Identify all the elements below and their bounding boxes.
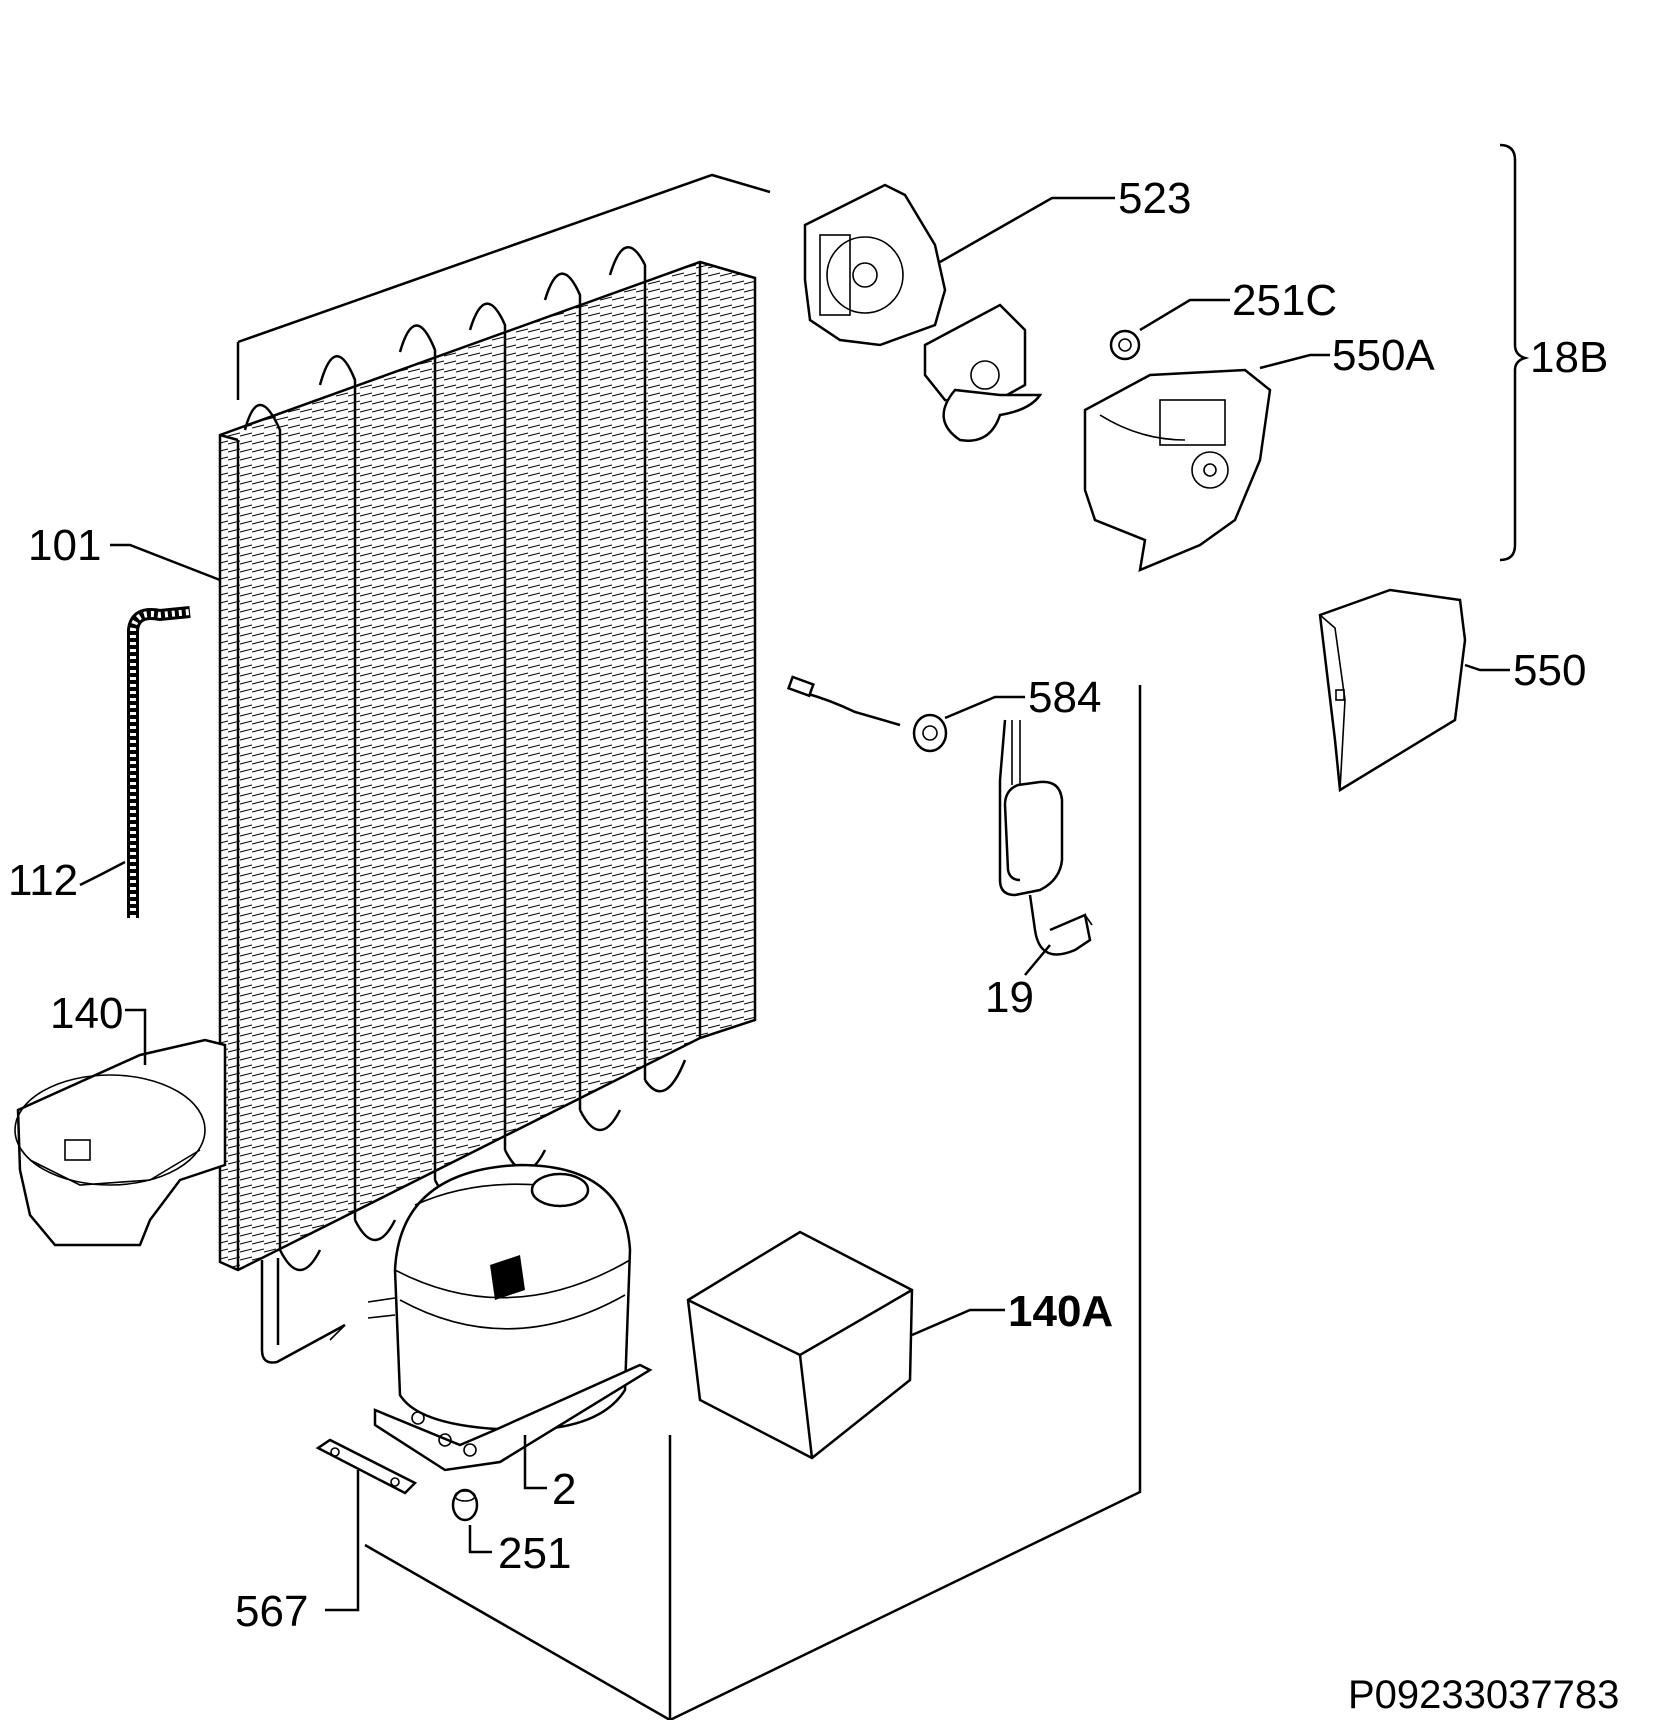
thermostat-housing	[1083, 368, 1272, 573]
label-523: 523	[1118, 174, 1191, 223]
label-19: 19	[985, 973, 1034, 1022]
small-gear	[1109, 329, 1141, 361]
drip-tray	[14, 1038, 227, 1247]
fan-housing	[803, 183, 947, 347]
condenser-coil	[218, 246, 757, 1364]
leader-lines	[79, 196, 1510, 1612]
label-251c: 251C	[1232, 276, 1337, 325]
label-2: 2	[552, 1465, 576, 1514]
thermostat-cover	[1318, 588, 1467, 793]
label-567: 567	[235, 1587, 308, 1636]
grommet	[451, 1488, 479, 1522]
label-140: 140	[50, 989, 123, 1038]
temperature-sensor	[786, 675, 948, 753]
compressor	[329, 1163, 653, 1472]
electrical-box	[686, 1230, 914, 1460]
diagram-reference-code: P09233037783	[1348, 1673, 1619, 1717]
label-112: 112	[8, 856, 78, 905]
label-584: 584	[1028, 673, 1101, 722]
mounting-bracket	[315, 1438, 418, 1495]
group-bracket	[1499, 143, 1530, 562]
fan-motor	[923, 303, 1043, 442]
label-101: 101	[28, 521, 101, 570]
label-550a: 550A	[1332, 331, 1435, 380]
label-550: 550	[1513, 646, 1586, 695]
defrost-heater	[998, 719, 1093, 956]
drain-hose	[127, 606, 191, 918]
label-251: 251	[498, 1529, 571, 1578]
label-18b: 18B	[1530, 333, 1608, 382]
label-140a: 140A	[1008, 1287, 1113, 1336]
cabinet-outline	[236, 173, 1142, 1720]
